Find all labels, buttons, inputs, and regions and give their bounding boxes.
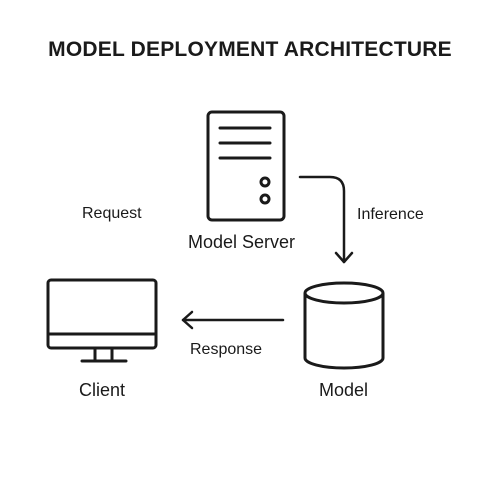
response-label: Response bbox=[190, 341, 263, 358]
inference-arrow bbox=[298, 175, 354, 264]
inference-label: Inference bbox=[357, 206, 424, 223]
database-cylinder-icon bbox=[303, 281, 385, 370]
monitor-icon bbox=[46, 278, 158, 363]
request-label: Request bbox=[82, 205, 142, 222]
response-arrow bbox=[181, 310, 285, 330]
client-label: Client bbox=[79, 380, 126, 400]
model-label: Model bbox=[319, 380, 369, 400]
diagram-title: MODEL DEPLOYMENT ARCHITECTURE bbox=[48, 38, 452, 61]
model-server-label: Model Server bbox=[188, 232, 296, 252]
server-icon bbox=[206, 110, 286, 222]
